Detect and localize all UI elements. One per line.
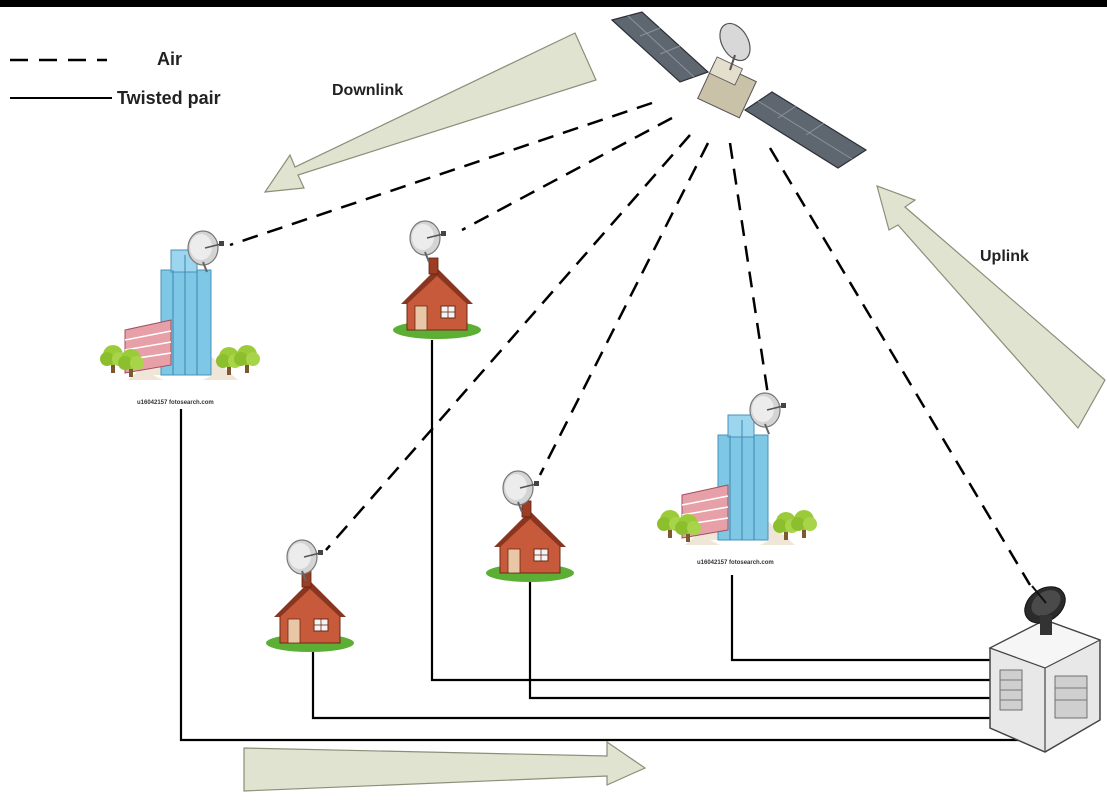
house-2-dish-icon [502, 470, 540, 513]
office-2-dish-icon [749, 392, 787, 435]
office-1-watermark: u16042157 fotosearch.com [137, 400, 214, 406]
satellite [610, 11, 868, 169]
downlink-arrow [263, 32, 597, 193]
bottom-arrow [243, 740, 647, 792]
house-3 [265, 570, 355, 653]
ground-station [988, 619, 1102, 753]
house-1-dish-icon [409, 220, 447, 263]
office-building-1 [100, 250, 260, 385]
uplink-arrow [876, 185, 1106, 430]
uplink-label: Uplink [980, 248, 1029, 265]
downlink-label: Downlink [332, 82, 404, 99]
ground-station-dish-icon [1024, 585, 1066, 635]
house-2 [485, 500, 575, 583]
legend-air-label: Air [157, 49, 183, 69]
twisted-pair-links [179, 340, 1040, 742]
house-1 [392, 257, 482, 340]
office-2-watermark: u16042157 fotosearch.com [697, 560, 774, 566]
air-links [229, 101, 1032, 586]
top-border [0, 0, 1107, 7]
office-building-2 [657, 415, 817, 550]
legend-twisted-pair-label: Twisted pair [117, 88, 221, 108]
